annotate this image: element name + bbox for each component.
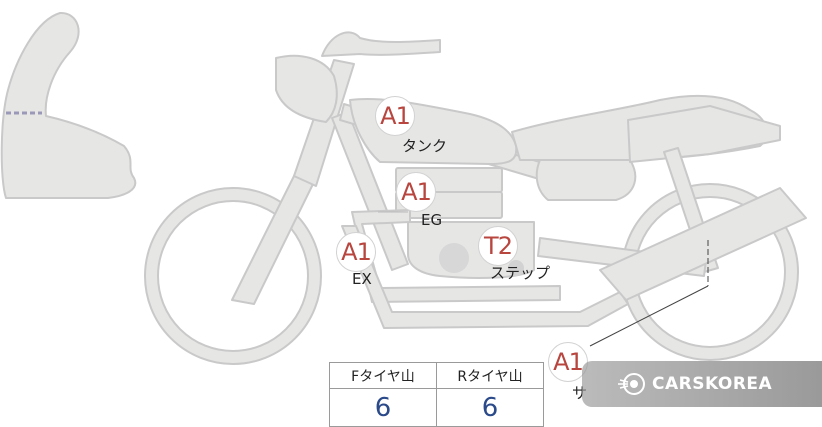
- carskorea-logo-icon: [618, 373, 645, 395]
- rear-tire-header: Rタイヤ山: [436, 362, 544, 389]
- handlebar: [321, 31, 441, 57]
- exhaust-label: EX: [352, 270, 372, 288]
- leader-line-diagonal: [589, 285, 709, 347]
- tire-tread-table: Fタイヤ山 Rタイヤ山 6 6: [329, 362, 544, 427]
- front-fairing: [0, 11, 137, 199]
- engine-cover: [439, 243, 469, 273]
- engine-label: EG: [421, 211, 443, 229]
- headlight: [275, 54, 338, 123]
- front-tire-value: 6: [329, 388, 437, 427]
- muffler: [599, 187, 807, 301]
- carskorea-watermark: CARSKOREA: [582, 361, 822, 407]
- tank-label: タンク: [402, 137, 448, 155]
- watermark-text: CARSKOREA: [652, 374, 773, 394]
- engine-rating-badge: A1: [396, 172, 436, 212]
- step-rating-badge: T2: [478, 226, 518, 266]
- front-tire-header: Fタイヤ山: [329, 362, 437, 389]
- tank-rating-badge: A1: [375, 96, 415, 136]
- tail-section: [627, 105, 781, 163]
- step-label: ステップ: [490, 264, 551, 282]
- exhaust-rating-badge: A1: [336, 232, 376, 272]
- side-cover: [535, 159, 637, 201]
- footpeg: [508, 260, 524, 276]
- rear-tire-value: 6: [436, 388, 544, 427]
